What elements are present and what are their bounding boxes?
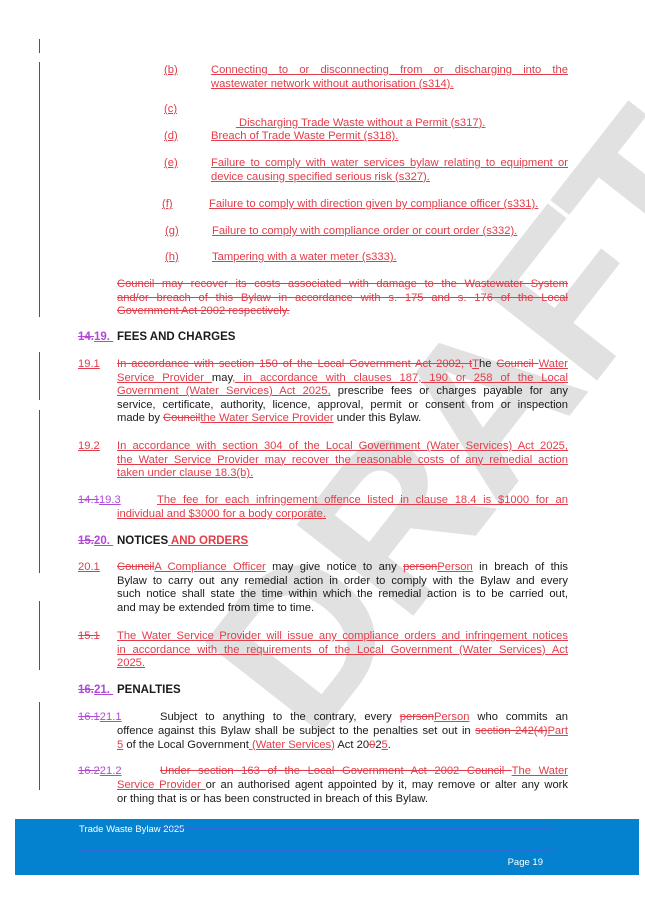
footer-rule <box>79 850 554 851</box>
clause-compliance-orders: The Water Service Provider will issue an… <box>117 630 568 670</box>
item-label: (d) <box>164 130 178 142</box>
item-text: Connecting to or disconnecting from or d… <box>211 64 568 76</box>
item-text: Failure to comply with water services by… <box>211 157 568 169</box>
change-bar <box>39 39 41 53</box>
deleted-paragraph: Council may recover its costs associated… <box>117 278 568 318</box>
footer-title: Trade Waste Bylaw 2025 <box>79 824 185 835</box>
section-heading: NOTICES AND ORDERS <box>117 535 249 547</box>
section-number: 15.20. <box>78 535 114 547</box>
item-label: (f) <box>162 198 173 210</box>
clause-19-2: In accordance with section 304 of the Lo… <box>117 440 568 480</box>
item-text: Breach of Trade Waste Permit (s318). <box>211 130 399 142</box>
clause-21-2: Under section 163 of the Local Governmen… <box>160 765 568 777</box>
clause-number: 16.221.2 <box>78 765 122 777</box>
footer-rule <box>79 839 554 840</box>
clause-number: 15.1 <box>78 630 100 642</box>
item-text: Tampering with a water meter (s333). <box>212 251 397 263</box>
change-bar <box>39 410 41 573</box>
clause-20-1: CouncilA Compliance Officer may give not… <box>117 561 568 614</box>
page-footer: Trade Waste Bylaw 2025 Page 19 <box>15 819 639 875</box>
section-heading: FEES AND CHARGES <box>117 331 236 343</box>
clause-number: 20.1 <box>78 561 100 573</box>
section-heading: PENALTIES <box>117 684 181 696</box>
clause-19-3: The fee for each infringement offence li… <box>157 494 568 506</box>
footer-rule <box>160 828 554 829</box>
clause-21-1: Subject to anything to the contrary, eve… <box>160 711 568 723</box>
clause-number: 14.119.3 <box>78 494 121 506</box>
item-text: wastewater network without authorisation… <box>211 77 454 90</box>
item-text: Failure to comply with direction given b… <box>209 198 539 210</box>
section-number: 16.21. <box>78 684 114 696</box>
change-bar <box>39 352 41 400</box>
item-label: (c) <box>164 103 178 115</box>
item-text: Discharging Trade Waste without a Permit… <box>235 116 486 129</box>
item-text: device causing specified serious risk (s… <box>211 170 430 183</box>
clause-number: 19.2 <box>78 440 100 452</box>
page-number: Page 19 <box>507 857 543 868</box>
item-label: (b) <box>164 64 178 76</box>
item-label: (e) <box>164 157 178 169</box>
item-label: (h) <box>165 251 179 263</box>
clause-number: 16.121.1 <box>78 711 122 723</box>
item-text: Failure to comply with compliance order … <box>212 225 518 237</box>
change-bar <box>39 601 41 670</box>
item-label: (g) <box>165 225 179 237</box>
clause-number: 19.1 <box>78 358 100 370</box>
clause-19-1: In accordance with section 150 of the Lo… <box>117 358 568 425</box>
section-number: 14.19. <box>78 331 114 343</box>
change-bar <box>39 62 41 317</box>
change-bar <box>39 702 41 790</box>
